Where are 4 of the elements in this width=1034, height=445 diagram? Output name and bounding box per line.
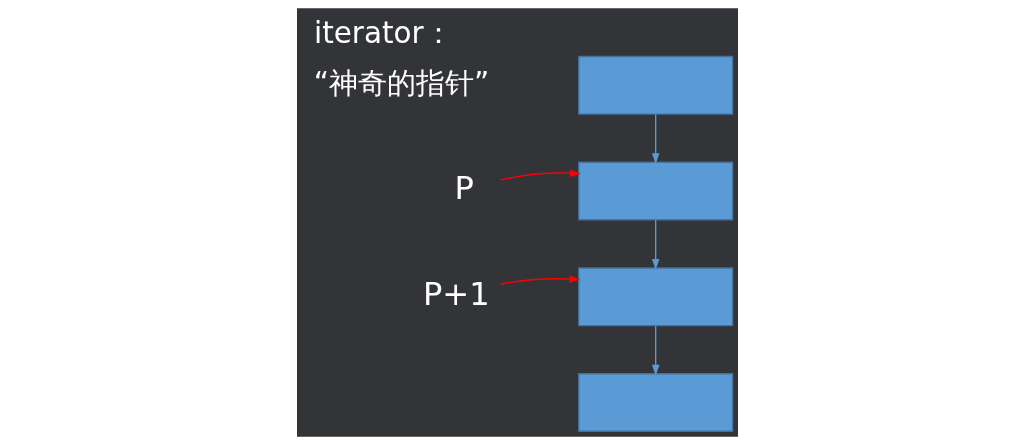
node-text: P+1 xyxy=(422,275,490,314)
label: “神奇的指针” xyxy=(313,65,489,100)
node-text: P xyxy=(454,169,474,208)
diagram-title: iterator： xyxy=(313,15,453,50)
